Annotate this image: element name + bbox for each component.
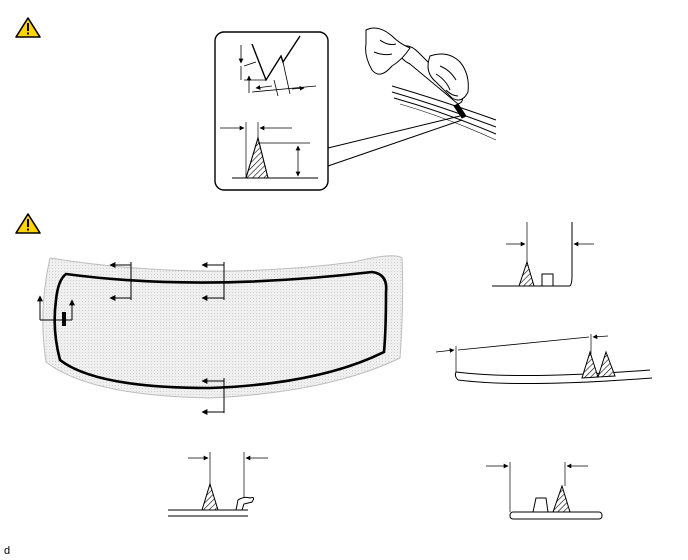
corner-label: d xyxy=(4,545,11,557)
cross-section-top xyxy=(492,222,594,287)
section-marker-bottom-center xyxy=(201,378,225,415)
section-marker-top-center xyxy=(201,262,225,301)
cross-section-bottom-right xyxy=(486,462,603,520)
warning-icon xyxy=(15,213,41,234)
warning-icon xyxy=(15,17,41,38)
section-marker-left-side xyxy=(37,295,75,321)
section-marker-top-left xyxy=(109,262,132,301)
bead-cut-detail-box xyxy=(214,31,329,191)
sealant-gun-hand-illustration xyxy=(365,27,497,141)
cross-section-bottom-center xyxy=(168,452,268,517)
back-glass xyxy=(42,255,404,399)
cross-section-side xyxy=(435,334,653,385)
callout-line xyxy=(327,119,463,167)
callout-line xyxy=(327,115,461,149)
